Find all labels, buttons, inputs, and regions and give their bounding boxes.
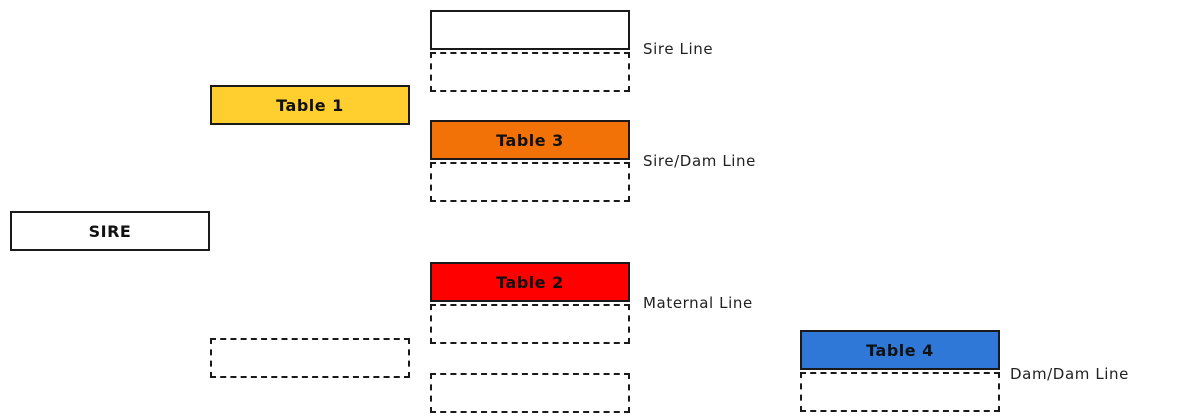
table-1-box: Table 1: [210, 85, 410, 125]
maternal-line-dashed-box: [430, 304, 630, 344]
dam-dam-line-label: Dam/Dam Line: [1010, 365, 1129, 383]
empty-dam-box: [210, 338, 410, 378]
table-4-box: Table 4: [800, 330, 1000, 370]
sire-box: SIRE: [10, 211, 210, 251]
table-2-box: Table 2: [430, 262, 630, 302]
sire-dam-line-dashed-box: [430, 162, 630, 202]
sire-line-dashed-box: [430, 52, 630, 92]
sire-line-top-box: [430, 10, 630, 50]
dam-dam-line-dashed-box: [800, 372, 1000, 412]
sire-dam-line-label: Sire/Dam Line: [643, 152, 756, 170]
bottom-dashed-box: [430, 373, 630, 413]
maternal-line-label: Maternal Line: [643, 294, 753, 312]
sire-line-label: Sire Line: [643, 40, 714, 58]
table-3-box: Table 3: [430, 120, 630, 160]
